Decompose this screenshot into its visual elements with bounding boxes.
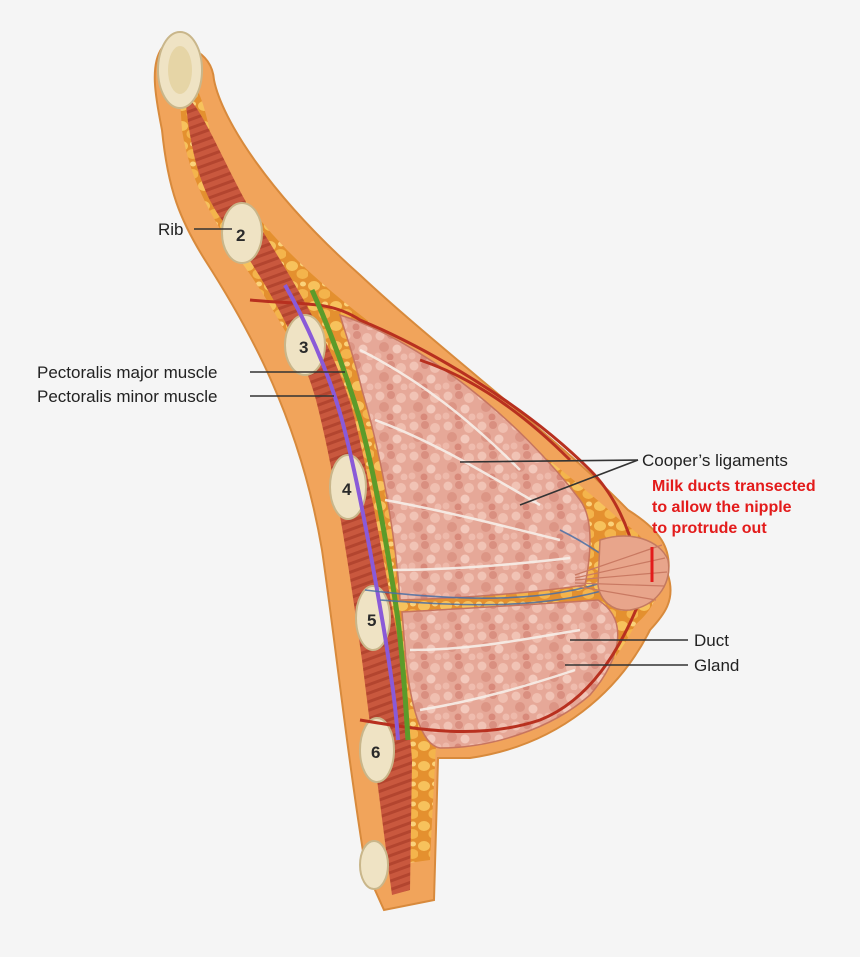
pectoralis-major-muscle-body (185, 95, 412, 895)
blood-vessels (249, 298, 642, 734)
rib-number-3: 3 (299, 338, 308, 357)
rib-label: Rib (158, 220, 184, 239)
coopers-ligaments-label: Cooper’s ligaments (642, 451, 788, 470)
annotation-line-2: to allow the nipple (652, 499, 792, 516)
gland-label: Gland (694, 656, 739, 675)
rib-number-2: 2 (236, 226, 245, 245)
rib-2 (221, 202, 263, 264)
ribs (157, 31, 395, 890)
upper-glandular-lobe (338, 313, 591, 601)
coopers-ligament-strands (359, 348, 581, 712)
rib-number-6: 6 (371, 743, 380, 762)
nipple-ducts (574, 544, 668, 601)
rib-7 (359, 840, 389, 890)
rib-3 (284, 314, 326, 376)
annotation-line-1: Milk ducts transected (652, 478, 816, 495)
coopers-ligaments-leader-upper (459, 459, 639, 463)
pectoralis-minor-label: Pectoralis minor muscle (37, 387, 217, 406)
rib-6 (359, 717, 395, 783)
rib-number-5: 5 (367, 611, 376, 630)
rib-5 (355, 585, 391, 651)
lower-glandular-lobe (401, 599, 619, 749)
duct-label: Duct (694, 631, 729, 650)
rib-number-4: 4 (342, 480, 352, 499)
annotation-line-3: to protrude out (652, 520, 767, 537)
coopers-ligaments-leader-lower (519, 459, 639, 506)
pectoralis-major-label: Pectoralis major muscle (37, 363, 217, 382)
rib-4 (329, 454, 367, 520)
pectoral-fascia (309, 288, 411, 741)
internal-vessel (283, 284, 400, 741)
